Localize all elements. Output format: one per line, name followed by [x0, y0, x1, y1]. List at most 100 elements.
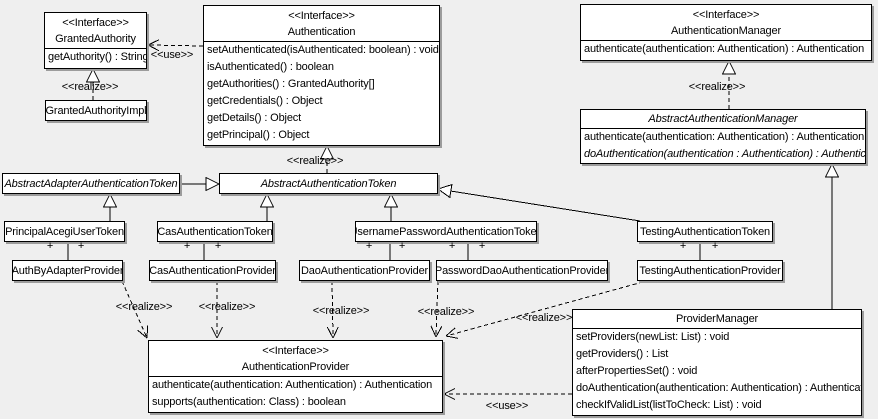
class-authentication: <<Interface>> Authentication setAuthenti… — [203, 5, 440, 146]
edge-dao-provider-realizes-authentication-provider-arrowhead — [332, 326, 339, 339]
method: doAuthentication(authentication : Authen… — [584, 148, 865, 160]
class-name: AbstractAuthenticationManager — [648, 113, 798, 125]
class-name: AuthenticationProvider — [241, 361, 350, 373]
method: setProviders(newList: List) : void — [576, 331, 730, 343]
class-header: <<Interface>> GrantedAuthority — [45, 13, 146, 49]
class-header: AbstractAuthenticationManager — [581, 110, 865, 129]
class-name: DaoAuthenticationProvider — [300, 264, 429, 277]
method: getPrincipal() : Object — [207, 129, 310, 141]
class-authentication-manager: <<Interface>> AuthenticationManager auth… — [580, 4, 872, 61]
class-provider-manager: ProviderManager setProviders(newList: Li… — [572, 309, 862, 416]
class-abstract-authentication-manager: AbstractAuthenticationManager authentica… — [580, 109, 866, 164]
method: checkIfValidList(listToCheck: List) : vo… — [576, 399, 762, 411]
multiplicity-plus: + — [77, 240, 85, 252]
stereotype-label: <<Interface>> — [692, 9, 760, 21]
class-name: AbstractAuthenticationToken — [260, 177, 397, 190]
edge-cas-token-extends-abstract-token-arrowhead — [259, 192, 275, 208]
method: supports(authentication: Class) : boolea… — [152, 396, 346, 408]
method: getDetails() : Object — [207, 112, 302, 124]
realize-label: <<realize>> — [61, 81, 119, 93]
use-label: <<use>> — [150, 49, 194, 61]
multiplicity-plus: + — [46, 240, 54, 252]
class-cas-authentication-provider: CasAuthenticationProvider — [149, 260, 276, 281]
class-header: <<Interface>> Authentication — [204, 6, 439, 42]
edge-cas-provider-realizes-authentication-provider-arrowhead — [211, 326, 218, 339]
edge-provider-manager-uses-authentication-provider-arrowhead — [443, 388, 456, 395]
stereotype-label: <<Interface>> — [62, 17, 129, 29]
class-name: TestingAuthenticationProvider — [639, 264, 781, 277]
class-name: PasswordDaoAuthenticationProvider — [436, 264, 608, 277]
edge-testing-token-extends-abstract-token — [449, 190, 641, 222]
class-granted-authority-impl: GrantedAuthorityImpl — [45, 100, 147, 121]
edge-authby-provider-realizes-authentication-provider-arrowhead — [137, 329, 148, 339]
class-testing-authentication-token: TestingAuthenticationToken — [637, 221, 773, 242]
edge-provider-manager-extends-abstract-manager-arrowhead — [824, 162, 840, 178]
multiplicity-plus: + — [183, 240, 191, 252]
edge-testing-provider-realizes-authentication-provider — [445, 279, 651, 337]
stereotype-label: <<Interface>> — [288, 10, 355, 22]
class-header: ProviderManager — [573, 310, 861, 329]
class-name: PrincipalAcegiUserToken — [5, 225, 124, 238]
class-principal-acegi-user-token: PrincipalAcegiUserToken — [4, 221, 125, 242]
class-cas-authentication-token: CasAuthenticationToken — [157, 221, 273, 242]
class-header: <<Interface>> AuthenticationManager — [581, 5, 871, 41]
edge-dao-provider-realizes-authentication-provider — [331, 280, 334, 339]
edge-provider-manager-uses-authentication-provider-arrowhead — [443, 393, 456, 400]
class-username-password-authentication-token: UsernamePasswordAuthenticationToken — [355, 221, 537, 242]
edge-abstract-manager-realizes-authentication-manager-arrowhead — [721, 59, 737, 75]
edge-pwd-dao-provider-realizes-authentication-provider-arrowhead — [435, 325, 443, 338]
class-name: TestingAuthenticationToken — [639, 225, 771, 238]
edge-username-token-extends-abstract-token-arrowhead — [383, 192, 399, 208]
edge-pwd-dao-provider-realizes-authentication-provider-arrowhead — [430, 325, 437, 338]
use-label: <<use>> — [485, 400, 529, 412]
realize-label: <<realize>> — [417, 306, 475, 318]
method: afterPropertiesSet() : void — [576, 365, 698, 377]
edge-adapter-token-extends-abstract-token-arrowhead — [205, 176, 221, 192]
realize-label: <<realize>> — [198, 301, 256, 313]
edge-authby-provider-realizes-authentication-provider — [121, 280, 148, 339]
method: doAuthentication(authentication: Authent… — [576, 382, 861, 394]
stereotype-label: <<Interface>> — [262, 345, 329, 357]
method: getProviders() : List — [576, 348, 669, 360]
realize-label: <<realize>> — [115, 301, 173, 313]
class-authentication-provider: <<Interface>> AuthenticationProvider aut… — [148, 340, 443, 413]
edge-testing-provider-realizes-authentication-provider-arrowhead — [445, 327, 456, 337]
class-name: UsernamePasswordAuthenticationToken — [355, 225, 537, 238]
edge-authentication-uses-granted-authority-arrowhead — [147, 39, 160, 46]
realize-label: <<realize>> — [515, 312, 573, 324]
edge-pwd-dao-provider-realizes-authentication-provider — [435, 280, 439, 338]
edge-cas-provider-realizes-authentication-provider-arrowhead — [216, 326, 223, 339]
class-dao-authentication-provider: DaoAuthenticationProvider — [299, 260, 430, 281]
multiplicity-plus: + — [679, 240, 687, 252]
edge-authby-provider-realizes-authentication-provider-arrowhead — [146, 325, 149, 339]
edge-authentication-uses-granted-authority-arrowhead — [147, 44, 160, 52]
method: getAuthorities() : GrantedAuthority[] — [207, 78, 375, 90]
method: authenticate(authentication: Authenticat… — [584, 131, 865, 143]
class-name: GrantedAuthorityImpl — [45, 104, 147, 117]
class-name: AuthByAdapterProvider — [12, 264, 123, 277]
edge-impl-realizes-granted-authority-arrowhead — [85, 67, 101, 83]
class-abstract-adapter-authentication-token: AbstractAdapterAuthenticationToken — [2, 173, 180, 194]
edge-authentication-uses-granted-authority — [147, 44, 204, 47]
multiplicity-plus: + — [711, 240, 719, 252]
multiplicity-plus: + — [478, 240, 486, 252]
edge-dao-provider-realizes-authentication-provider-arrowhead — [326, 326, 334, 339]
method: setAuthenticated(isAuthenticated: boolea… — [207, 44, 439, 56]
method: getAuthority() : String — [48, 51, 146, 63]
class-testing-authentication-provider: TestingAuthenticationProvider — [637, 260, 783, 281]
class-abstract-authentication-token: AbstractAuthenticationToken — [219, 173, 438, 194]
class-password-dao-authentication-provider: PasswordDaoAuthenticationProvider — [436, 260, 608, 281]
multiplicity-plus: + — [365, 240, 373, 252]
method: authenticate(authentication: Authenticat… — [152, 379, 433, 391]
edge-principal-token-extends-adapter-token-arrowhead — [102, 192, 118, 208]
method: authenticate(authentication: Authenticat… — [584, 43, 865, 55]
realize-label: <<realize>> — [286, 155, 344, 167]
class-name: GrantedAuthority — [55, 33, 136, 45]
class-auth-by-adapter-provider: AuthByAdapterProvider — [12, 260, 123, 281]
multiplicity-plus: + — [214, 240, 222, 252]
class-name: ProviderManager — [675, 313, 759, 325]
edge-abstract-token-realizes-authentication-arrowhead — [319, 144, 335, 160]
method: isAuthenticated() : boolean — [207, 61, 334, 73]
multiplicity-plus: + — [398, 240, 406, 252]
multiplicity-plus: + — [448, 240, 456, 252]
